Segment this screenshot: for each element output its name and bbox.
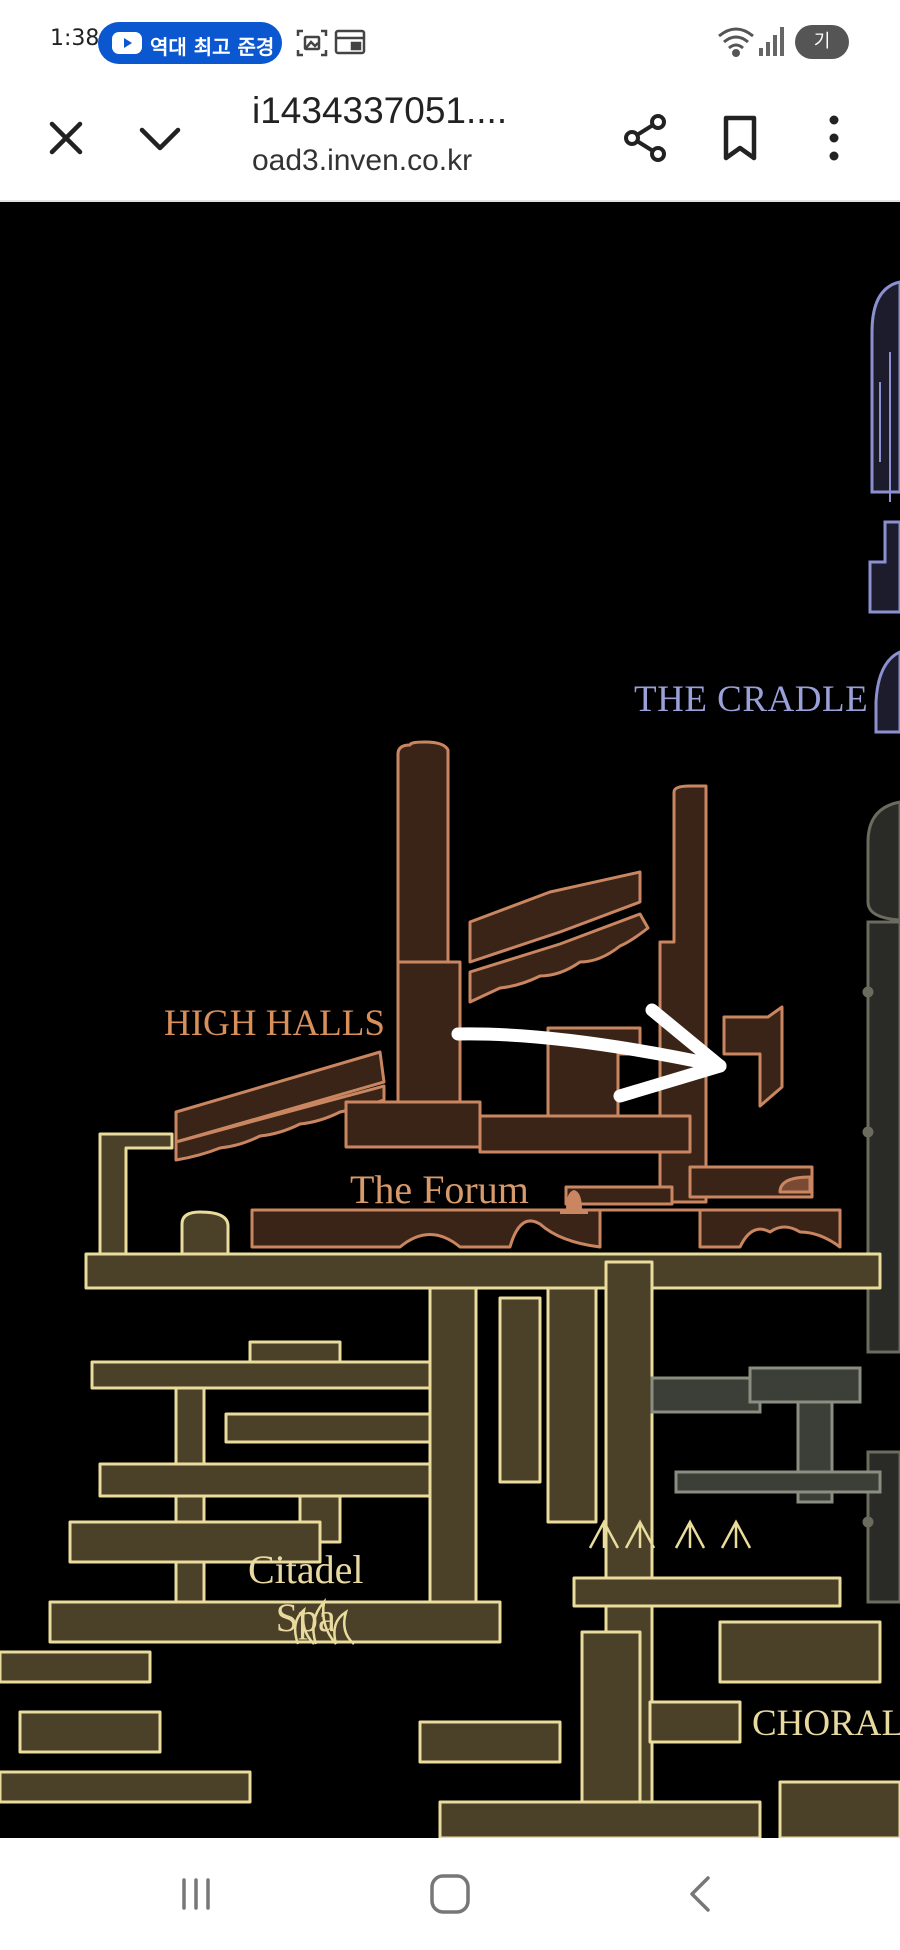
notification-text: 역대 최고 준경 — [150, 35, 275, 59]
page-title[interactable]: i1434337051.... — [252, 90, 508, 131]
wifi-icon — [716, 24, 756, 63]
map-label-choral: CHORAL — [752, 1703, 900, 1744]
bench-icons — [588, 1519, 752, 1549]
chevron-down-icon[interactable] — [128, 106, 192, 170]
cradle-region — [868, 280, 900, 734]
signal-icon — [758, 24, 786, 63]
status-bar: 1:38 역대 최고 준경 — [0, 0, 900, 82]
map-label-citadel-line1: Citadel — [248, 1547, 364, 1592]
citadel-flame-icon — [293, 1597, 355, 1645]
map-drawing — [0, 280, 900, 1838]
forum-bell-icon — [560, 1190, 588, 1214]
close-icon[interactable] — [34, 106, 98, 170]
browser-toolbar: i1434337051.... oad3.inven.co.kr — [0, 82, 900, 202]
page-domain[interactable]: oad3.inven.co.kr — [252, 144, 473, 177]
map-label-the-forum: The Forum — [350, 1167, 529, 1212]
network-badge: 기 — [795, 25, 849, 59]
map-label-citadel-line2: Spa — [275, 1595, 336, 1640]
status-time: 1:38 — [50, 26, 100, 51]
annotation-arrow — [451, 1003, 727, 1103]
map-label-the-cradle: THE CRADLE — [634, 679, 869, 720]
map-image[interactable]: THE CRADLE HIGH HALLS The Forum Citadel … — [0, 202, 900, 1838]
bookmark-icon[interactable] — [708, 106, 772, 170]
recents-icon[interactable] — [160, 1866, 232, 1922]
more-vert-icon[interactable] — [802, 106, 866, 170]
share-icon[interactable] — [614, 106, 678, 170]
youtube-icon — [112, 31, 142, 60]
notification-pill[interactable]: 역대 최고 준경 — [98, 22, 282, 64]
back-icon[interactable] — [664, 1866, 736, 1922]
card-icon — [334, 28, 366, 61]
map-label-high-halls: HIGH HALLS — [164, 1003, 385, 1044]
home-icon[interactable] — [414, 1866, 486, 1922]
lower-regions — [0, 1132, 900, 1838]
high-halls-region — [174, 740, 842, 1249]
screenshot-icon — [296, 28, 328, 63]
gray-corridor — [650, 1366, 882, 1504]
map-label-citadel-spa: Citadel Spa — [248, 1546, 364, 1642]
navigation-bar — [0, 1838, 900, 1950]
